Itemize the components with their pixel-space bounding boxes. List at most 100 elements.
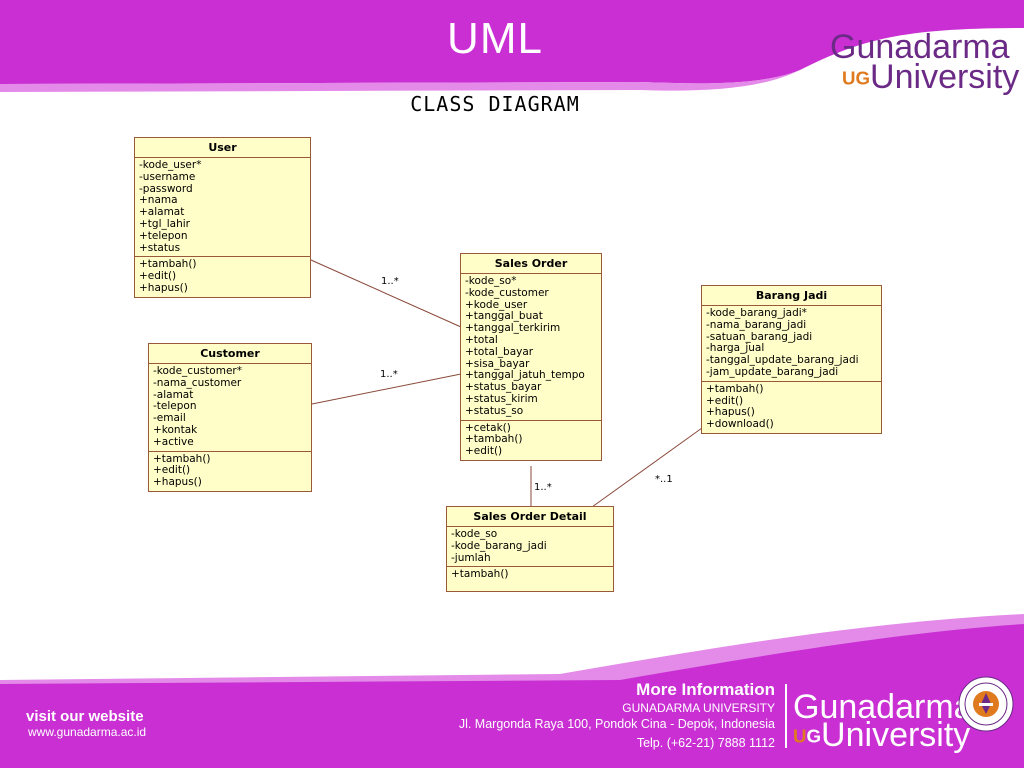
assoc-user-salesorder [310,259,462,328]
method: +hapus() [139,281,188,294]
class-customer: Customer -kode_customer* -nama_customer … [148,343,312,492]
multiplicity-barangjadi-detail: *..1 [655,474,673,485]
attribute: -email [153,412,186,425]
method: +edit() [153,464,191,477]
class-name: Sales Order Detail [447,507,613,527]
phone-text: Telp. (+62-21) 7888 1112 [636,736,775,750]
class-methods: +tambah() +edit() +hapus() [135,257,310,296]
assoc-customer-salesorder [311,373,462,405]
attribute: +total [465,333,498,346]
class-attributes: -kode_user* -username -password +nama +a… [135,158,310,258]
logo-line2: University [870,58,1020,96]
more-information-heading: More Information [636,680,775,699]
logo-line2-wrap: UGUniversity [842,60,1019,94]
class-attributes: -kode_customer* -nama_customer -alamat -… [149,364,311,452]
method: +edit() [706,394,744,407]
attribute: +kontak [153,423,198,436]
logo-line1: Gunadarma [793,688,973,726]
class-name: Sales Order [461,254,601,274]
method: +tambah() [139,258,197,271]
gunadarma-logo: Gunadarma UGUniversity [830,30,1019,94]
multiplicity-customer-salesorder: 1..* [380,369,398,380]
class-attributes: -kode_so* -kode_customer +kode_user +tan… [461,274,601,421]
footer-band [0,614,1024,768]
attribute: -password [139,182,193,195]
class-methods: +tambah() +edit() +hapus() +download() [702,382,881,433]
attribute: -nama_barang_jadi [706,318,807,331]
attribute: -kode_barang_jadi [451,539,547,552]
attribute: +tanggal_terkirim [465,322,561,335]
method: +tambah() [451,568,509,581]
method: +download() [706,418,774,431]
method: +hapus() [153,476,202,489]
attribute: +status [139,241,181,254]
class-attributes: -kode_barang_jadi* -nama_barang_jadi -sa… [702,306,881,382]
attribute: -kode_so [451,528,498,540]
class-user: User -kode_user* -username -password +na… [134,137,311,298]
ug-u: U [842,67,856,89]
attribute: -kode_user* [139,159,202,171]
attribute: +tanggal_buat [465,310,543,323]
class-methods: +tambah() +edit() +hapus() [149,452,311,491]
slide-title: UML [447,14,543,63]
method: +tambah() [153,452,211,465]
multiplicity-salesorder-detail: 1..* [534,482,552,493]
gunadarma-logo-footer: Gunadarma UGUniversity [793,690,973,752]
class-methods: +tambah() [447,567,613,591]
multiplicity-user-salesorder: 1..* [381,276,399,287]
footer-divider [785,684,787,748]
attribute: -kode_customer [465,286,549,299]
logo-line2-wrap: UGUniversity [793,718,973,752]
attribute: -harga_jual [706,342,765,355]
university-seal-icon [958,676,1014,732]
attribute: +nama [139,194,178,207]
attribute: -telepon [153,400,197,413]
header-band [0,0,1024,92]
method: +edit() [139,270,177,283]
method: +edit() [465,445,503,458]
attribute: -alamat [153,388,194,401]
attribute: -nama_customer [153,376,242,389]
attribute: +telepon [139,229,188,242]
website-url[interactable]: www.gunadarma.ac.id [28,725,147,739]
attribute: +tgl_lahir [139,217,190,230]
ug-g: G [806,725,822,747]
class-name: Barang Jadi [702,286,881,306]
attribute: +status_so [465,404,524,417]
method: +tambah() [465,433,523,446]
attribute: +status_bayar [465,381,542,394]
class-sales-order: Sales Order -kode_so* -kode_customer +ko… [460,253,602,461]
ug-mark: UG [793,726,821,747]
class-name: User [135,138,310,158]
ug-g: G [855,67,871,89]
class-methods: +cetak() +tambah() +edit() [461,421,601,460]
assoc-barangjadi-detail [591,427,703,508]
ug-u: U [793,725,807,747]
attribute: +alamat [139,206,185,219]
attribute: -username [139,170,196,183]
attribute: +kode_user [465,298,528,311]
attribute: -jam_update_barang_jadi [706,365,839,378]
method: +cetak() [465,421,511,434]
attribute: +active [153,435,194,448]
attribute: -jumlah [451,551,491,564]
attribute: -tanggal_update_barang_jadi [706,354,859,367]
ug-mark: UG [842,68,870,89]
attribute: -kode_so* [465,275,517,287]
logo-line1: Gunadarma [830,28,1010,66]
method: +hapus() [706,406,755,419]
logo-line2: University [821,716,971,754]
university-name: GUNADARMA UNIVERSITY [622,701,775,715]
class-barang-jadi: Barang Jadi -kode_barang_jadi* -nama_bar… [701,285,882,434]
visit-website-label: visit our website [26,708,144,725]
attribute: +total_bayar [465,345,534,358]
class-sales-order-detail: Sales Order Detail -kode_so -kode_barang… [446,506,614,593]
attribute: -kode_customer* [153,365,242,377]
attribute: +status_kirim [465,392,538,405]
attribute: +sisa_bayar [465,357,530,370]
method: +tambah() [706,382,764,395]
diagram-subtitle: CLASS DIAGRAM [410,92,580,116]
attribute: +tanggal_jatuh_tempo [465,369,585,382]
class-name: Customer [149,344,311,364]
